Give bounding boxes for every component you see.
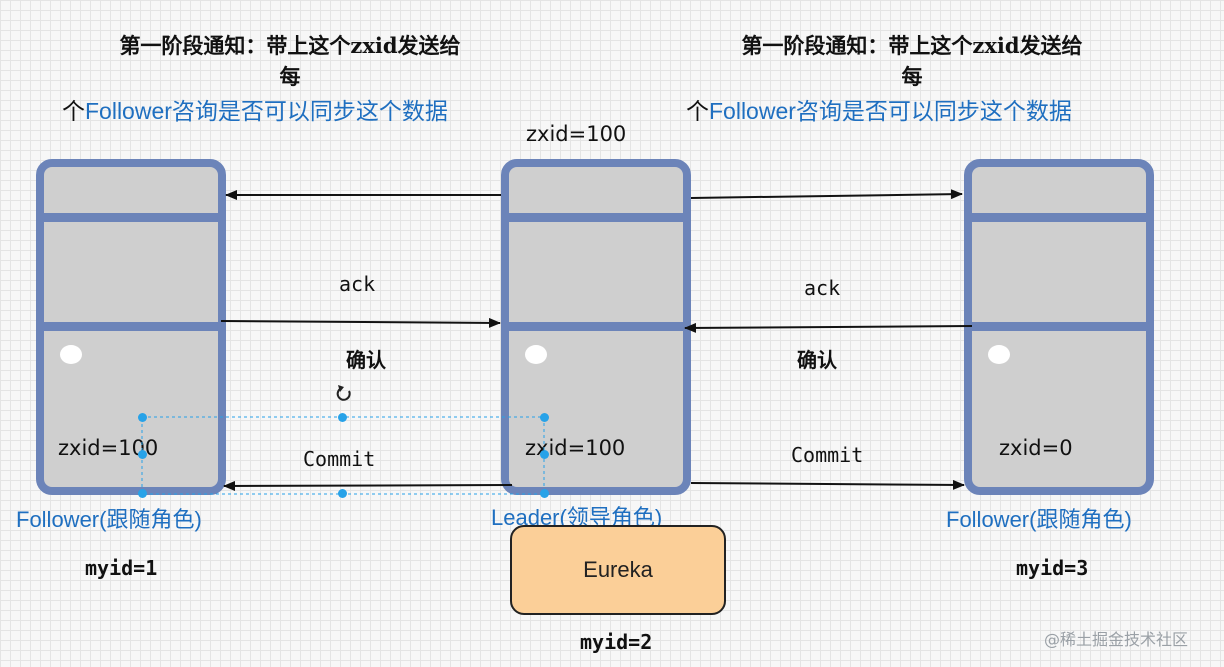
left-commit-label: Commit — [303, 447, 376, 471]
arrow-leader-to-follower3-proposal[interactable] — [690, 189, 963, 200]
server-divider — [509, 322, 683, 331]
server-divider — [44, 213, 218, 222]
right-title-blue: Follower咨询是否可以同步这个数据 — [709, 98, 1072, 124]
right-title-line1: 第一阶段通知：带上这个zxid发送给 — [741, 33, 1083, 58]
follower-1-myid: myid=1 — [85, 556, 158, 580]
server-divider — [509, 213, 683, 222]
left-title-line3: 个Follower咨询是否可以同步这个数据 — [62, 92, 448, 126]
arrow-commit-to-follower3[interactable] — [690, 479, 965, 490]
selection-handle[interactable] — [138, 413, 147, 422]
left-title-line1: 第一阶段通知：带上这个zxid发送给 — [119, 33, 461, 58]
right-ack-label: ack — [804, 276, 841, 300]
follower-3-myid: myid=3 — [1016, 556, 1089, 580]
server-divider — [972, 213, 1146, 222]
right-confirm-label: 确认 — [797, 348, 837, 372]
arrow-follower1-ack[interactable] — [220, 317, 501, 328]
arrow-commit-to-follower1[interactable] — [223, 480, 513, 491]
selection-handle[interactable] — [540, 489, 549, 498]
left-title-prefix: 个 — [62, 98, 85, 124]
server-led-icon — [525, 345, 547, 364]
left-ack-label: ack — [339, 272, 376, 296]
follower-3-zxid: zxid=0 — [999, 436, 1073, 460]
watermark: @稀土掘金技术社区 — [1044, 630, 1189, 649]
rotate-handle-icon[interactable] — [336, 387, 351, 401]
left-title-blue: Follower咨询是否可以同步这个数据 — [85, 98, 448, 124]
server-led-icon — [988, 345, 1010, 364]
left-title-line2: 每 — [279, 64, 301, 89]
selection-handle[interactable] — [138, 450, 147, 459]
right-commit-label: Commit — [791, 443, 864, 467]
follower-1-server[interactable] — [36, 159, 226, 495]
left-confirm-label: 确认 — [346, 348, 386, 372]
selection-handle[interactable] — [338, 413, 347, 422]
right-title-prefix: 个 — [686, 98, 709, 124]
eureka-box[interactable]: Eureka — [510, 525, 726, 615]
selection-handle[interactable] — [338, 489, 347, 498]
eureka-label: Eureka — [583, 557, 653, 582]
follower-1-role: Follower(跟随角色) — [16, 507, 202, 532]
rotate-handle-arrowhead — [338, 385, 344, 392]
arrow-follower3-ack[interactable] — [684, 322, 973, 333]
server-divider — [972, 322, 1146, 331]
right-title-line2: 每 — [901, 64, 923, 89]
selection-handle[interactable] — [540, 413, 549, 422]
follower-3-role: Follower(跟随角色) — [946, 507, 1132, 532]
server-led-icon — [60, 345, 82, 364]
selection-handle[interactable] — [138, 489, 147, 498]
leader-myid: myid=2 — [580, 630, 653, 654]
leader-zxid-top: zxid=100 — [526, 122, 627, 146]
selection-handle[interactable] — [540, 450, 549, 459]
right-title-line3: 个Follower咨询是否可以同步这个数据 — [686, 92, 1072, 126]
server-divider — [44, 322, 218, 331]
leader-server[interactable] — [501, 159, 691, 495]
